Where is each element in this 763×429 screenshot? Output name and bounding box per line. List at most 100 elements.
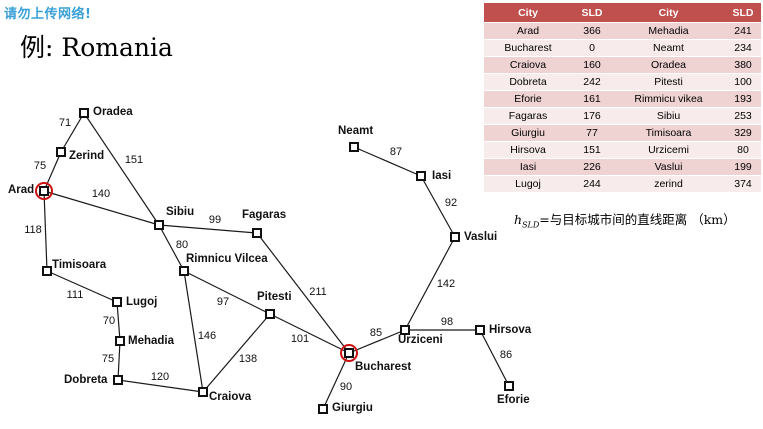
city-node-mehadia xyxy=(115,336,125,346)
cell-city: Eforie xyxy=(484,90,572,108)
city-label-zerind: Zerind xyxy=(69,150,104,162)
cell-city: Neamt xyxy=(612,39,725,57)
cell-sld: 80 xyxy=(725,141,761,159)
city-node-timisoara xyxy=(42,266,52,276)
watermark-text: 请勿上传网络! xyxy=(4,7,92,22)
distance-label: 101 xyxy=(291,333,309,345)
cell-sld: 329 xyxy=(725,124,761,142)
distance-label: 80 xyxy=(176,239,188,251)
caption-h-symbol: h xyxy=(514,212,523,227)
city-node-iasi xyxy=(416,171,426,181)
distance-label: 99 xyxy=(209,214,221,226)
header-city-1: City xyxy=(484,3,572,23)
distance-label: 146 xyxy=(198,330,216,342)
road-bucharest-giurgiu xyxy=(322,352,350,410)
city-label-lugoj: Lugoj xyxy=(126,296,157,308)
road-bucharest-urziceni xyxy=(348,329,406,354)
distance-label: 75 xyxy=(102,353,114,365)
city-node-dobreta xyxy=(113,375,123,385)
distance-label: 211 xyxy=(309,286,327,298)
city-label-bucharest: Bucharest xyxy=(355,361,411,373)
cell-city: Hirsova xyxy=(484,141,572,159)
caption-text: =与目标城市间的直线距离 （km） xyxy=(539,212,736,227)
cell-sld: 242 xyxy=(572,73,612,91)
cell-sld: 100 xyxy=(725,73,761,91)
road-lugoj-mehadia xyxy=(116,301,121,342)
road-pitesti-bucharest xyxy=(269,313,350,354)
cell-city: Arad xyxy=(484,22,572,40)
city-label-rimnicu: Rimnicu Vilcea xyxy=(186,253,268,265)
cell-city: Pitesti xyxy=(612,73,725,91)
city-label-urziceni: Urziceni xyxy=(398,334,443,346)
cell-sld: 77 xyxy=(572,124,612,142)
road-zerind-arad xyxy=(43,151,62,192)
city-label-eforie: Eforie xyxy=(497,394,530,406)
distance-label: 98 xyxy=(441,316,453,328)
city-label-arad: Arad xyxy=(8,184,34,196)
cell-sld: 241 xyxy=(725,22,761,40)
city-node-craiova xyxy=(198,387,208,397)
road-oradea-sibiu xyxy=(83,112,160,226)
header-sld-2: SLD xyxy=(725,3,761,23)
cell-city: zerind xyxy=(612,175,725,192)
cell-city: Urzicemi xyxy=(612,141,725,159)
city-label-vaslui: Vaslui xyxy=(464,231,497,243)
highlight-ring-bucharest xyxy=(340,344,358,362)
cell-sld: 161 xyxy=(572,90,612,108)
cell-sld: 234 xyxy=(725,39,761,57)
distance-label: 142 xyxy=(437,278,455,290)
city-node-urziceni xyxy=(400,325,410,335)
road-timisoara-lugoj xyxy=(46,270,118,303)
slide-title: 例: Romania xyxy=(20,33,173,62)
city-node-fagaras xyxy=(252,228,262,238)
cell-sld: 193 xyxy=(725,90,761,108)
distance-label: 120 xyxy=(151,371,169,383)
cell-city: Timisoara xyxy=(612,124,725,142)
city-label-sibiu: Sibiu xyxy=(166,206,194,218)
cell-city: Lugoj xyxy=(484,175,572,192)
header-sld-1: SLD xyxy=(572,3,612,23)
city-node-vaslui xyxy=(450,232,460,242)
city-label-giurgiu: Giurgiu xyxy=(332,402,373,414)
city-node-giurgiu xyxy=(318,404,328,414)
road-vaslui-iasi xyxy=(420,175,456,238)
distance-label: 85 xyxy=(370,327,382,339)
cell-city: Craiova xyxy=(484,56,572,74)
road-dobreta-craiova xyxy=(117,379,204,393)
cell-city: Rimmicu vikea xyxy=(612,90,725,108)
distance-label: 75 xyxy=(34,160,46,172)
cell-sld: 199 xyxy=(725,158,761,176)
city-label-craiova: Craiova xyxy=(209,391,252,403)
city-node-pitesti xyxy=(265,309,275,319)
road-rimnicu-pitesti xyxy=(183,270,271,315)
cell-sld: 253 xyxy=(725,107,761,125)
distance-label: 87 xyxy=(390,146,402,158)
distance-label: 140 xyxy=(92,188,110,200)
cell-city: Iasi xyxy=(484,158,572,176)
cell-city: Fagaras xyxy=(484,107,572,125)
cell-sld: 374 xyxy=(725,175,761,192)
distance-label: 86 xyxy=(500,349,512,361)
sld-caption: hSLD=与目标城市间的直线距离 （km） xyxy=(514,209,736,230)
city-label-oradea: Oradea xyxy=(93,106,133,118)
sld-table-header-row: City SLD City SLD xyxy=(484,3,761,23)
city-label-hirsova: Hirsova xyxy=(489,324,532,336)
cell-city: Bucharest xyxy=(484,39,572,57)
cell-sld: 366 xyxy=(572,22,612,40)
city-label-neamt: Neamt xyxy=(338,125,373,137)
cell-city: Giurgiu xyxy=(484,124,572,142)
city-label-dobreta: Dobreta xyxy=(64,374,108,386)
distance-label: 151 xyxy=(125,154,143,166)
cell-sld: 244 xyxy=(572,175,612,192)
distance-label: 92 xyxy=(445,197,457,209)
